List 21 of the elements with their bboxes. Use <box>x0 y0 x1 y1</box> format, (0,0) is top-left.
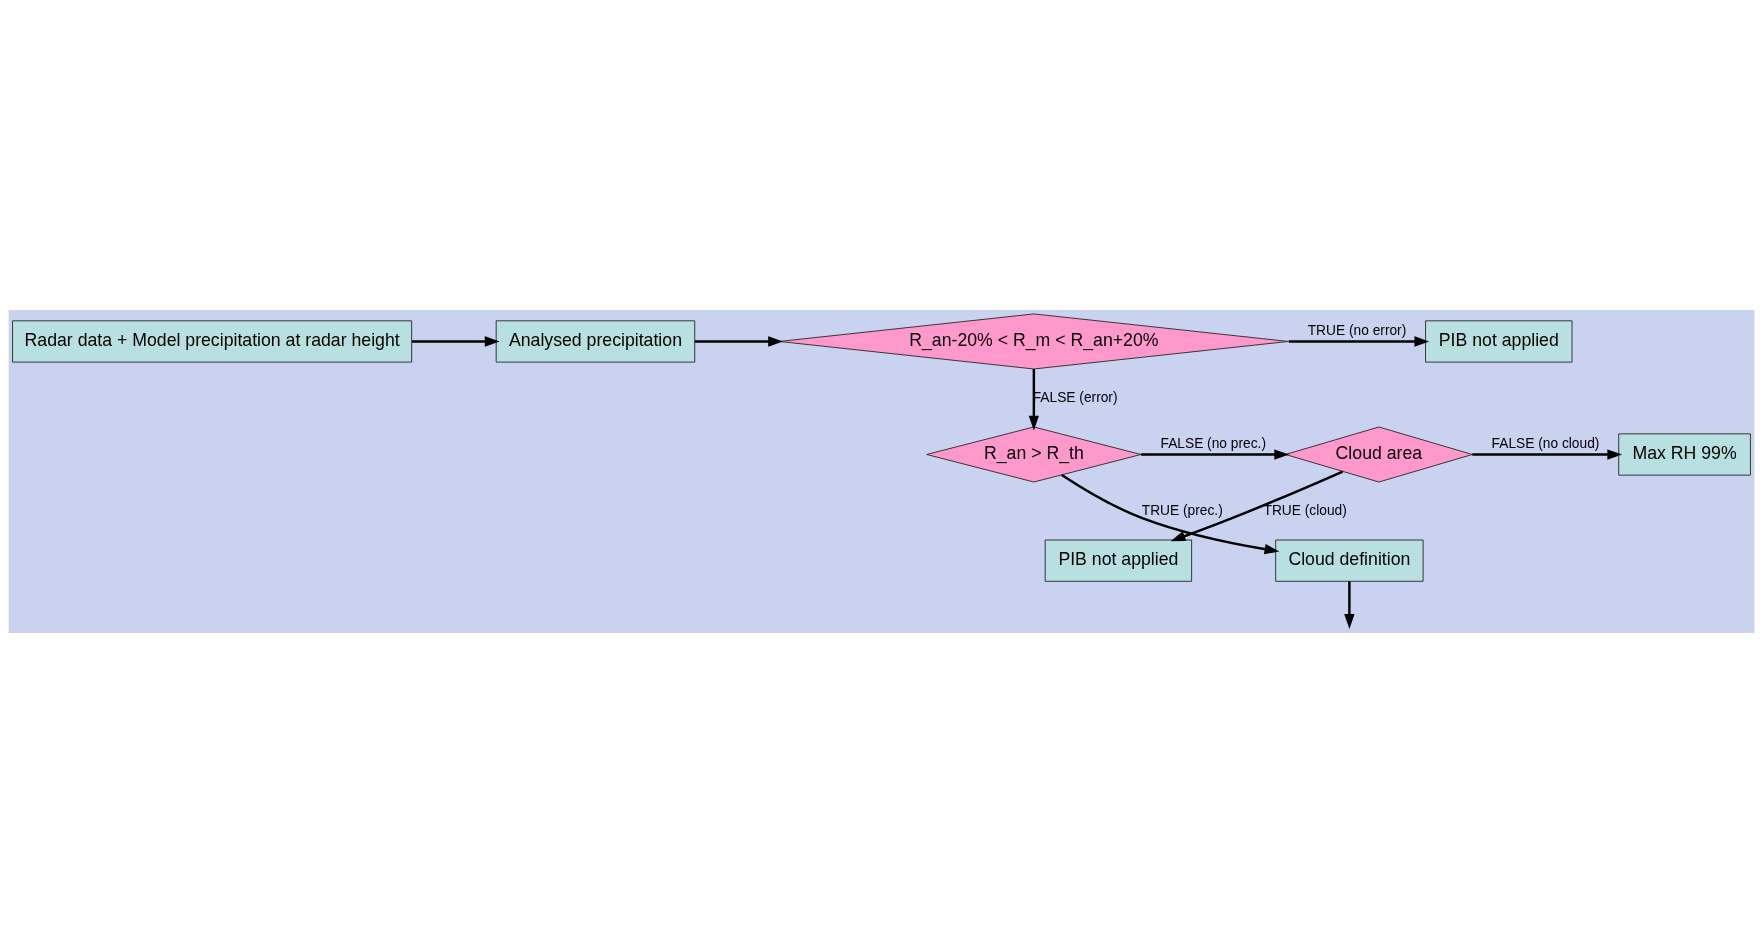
edge-label: TRUE (cloud) <box>1263 502 1347 518</box>
arrow <box>1472 448 1623 460</box>
edge-label: TRUE (no error) <box>1307 322 1407 338</box>
arrow <box>1061 473 1280 554</box>
node-diamond: Cloud area <box>1285 426 1473 482</box>
arrow <box>1170 469 1344 541</box>
edge-label: FALSE (no cloud) <box>1491 435 1600 451</box>
node-box: Analysed precipitation <box>495 319 696 363</box>
arrow <box>1344 580 1355 629</box>
node-diamond: R_an > R_th <box>926 426 1142 482</box>
arrow <box>412 335 500 347</box>
edge-label: TRUE (prec.) <box>1141 502 1223 518</box>
node-box: Max RH 99% <box>1618 432 1751 476</box>
arrow <box>1141 448 1290 460</box>
node-box: PIB not applied <box>1425 319 1573 363</box>
edge-label: FALSE (no prec.) <box>1160 435 1266 451</box>
node-box: PIB not applied <box>1044 539 1193 582</box>
arrow <box>1288 335 1430 347</box>
node-box: Radar data + Model precipitation at radar height <box>12 319 413 363</box>
node-box: Cloud definition <box>1275 539 1424 582</box>
arrow <box>694 335 783 347</box>
